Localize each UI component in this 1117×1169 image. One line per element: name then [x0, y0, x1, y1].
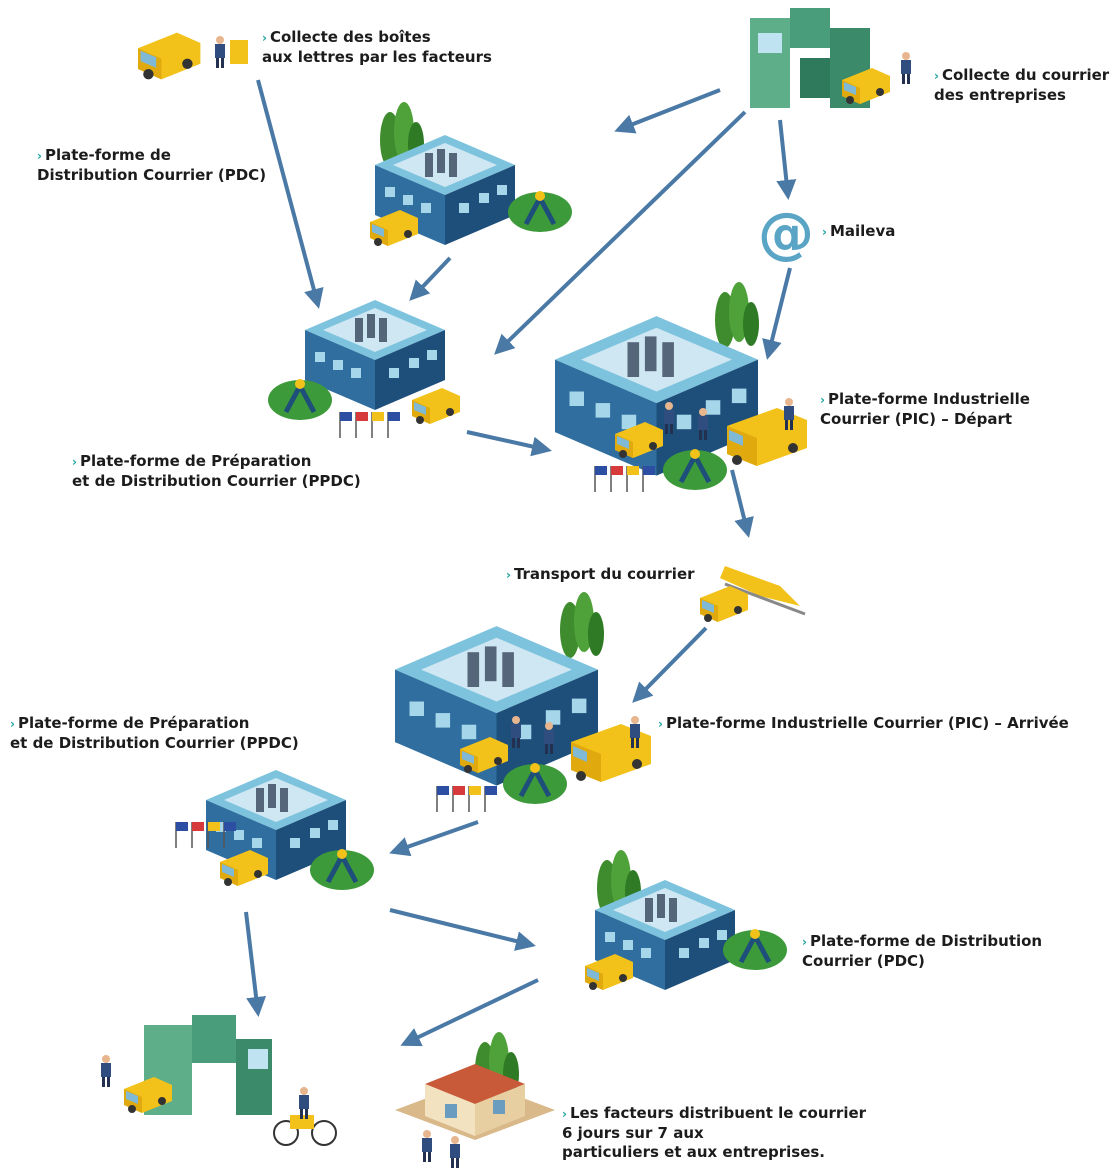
maileva-at-icon: @	[758, 201, 814, 266]
label-maileva: ›Maileva	[822, 222, 895, 242]
label-pdc-top-line-1: Plate-forme de	[44, 146, 171, 164]
label-collecte-entreprises: ›Collecte du courrier des entreprises	[934, 66, 1109, 105]
label-collecte-boites: ›Collecte des boîtes aux lettres par les…	[262, 28, 492, 67]
label-ppdc-bottom-line-2: et de Distribution Courrier (PPDC)	[10, 734, 299, 752]
label-transport: ›Transport du courrier	[506, 565, 695, 585]
label-pdc-bottom-line-2: Courrier (PDC)	[802, 952, 925, 970]
entreprises-illustration	[750, 8, 911, 108]
label-ppdc-top-line-2: et de Distribution Courrier (PPDC)	[72, 472, 361, 490]
label-ppdc-bottom: ›Plate-forme de Préparation et de Distri…	[10, 714, 299, 753]
arrow-maileva-to-pic-depart	[762, 267, 792, 360]
arrow-transport-to-pic-arrivee	[632, 626, 708, 703]
delivery-house-illustration	[395, 1032, 555, 1168]
arrow-ppdc-to-delivery	[244, 911, 267, 1017]
pdc-bottom-illustration	[585, 850, 787, 990]
label-pic-arrivee-line-1: Plate-forme Industrielle Courrier (PIC) …	[665, 714, 1069, 732]
arrow-pic-arrivee-to-ppdc	[389, 820, 479, 857]
label-pdc-top-line-2: Distribution Courrier (PDC)	[37, 166, 267, 184]
chevron-icon: ›	[562, 1107, 567, 1121]
pic-depart-illustration	[555, 282, 807, 493]
transport-illustration	[700, 566, 806, 622]
chevron-icon: ›	[934, 69, 939, 83]
arrow-pdc-to-house	[400, 978, 539, 1047]
maileva-illustration: @	[758, 201, 814, 266]
arrow-ppdc-to-pdc	[389, 908, 536, 951]
label-pic-depart-line-1: Plate-forme Industrielle	[827, 390, 1030, 408]
label-ppdc-top: ›Plate-forme de Préparation et de Distri…	[72, 452, 361, 491]
label-collecte-entreprises-line-2: des entreprises	[934, 86, 1066, 104]
arrow-boites-to-ppdc	[256, 79, 324, 309]
pic-arrivee-illustration	[395, 592, 651, 813]
arrow-entreprises-to-ppdc	[494, 110, 747, 355]
chevron-icon: ›	[658, 717, 663, 731]
chevron-icon: ›	[37, 149, 42, 163]
chevron-icon: ›	[822, 225, 827, 239]
flow-arrows	[244, 79, 797, 1047]
delivery-entreprises-illustration	[101, 1015, 337, 1146]
label-ppdc-top-line-1: Plate-forme de Préparation	[79, 452, 312, 470]
arrow-pic-depart-to-transport	[730, 469, 754, 538]
label-ppdc-bottom-line-1: Plate-forme de Préparation	[17, 714, 250, 732]
arrow-entreprises-to-pdc	[614, 88, 721, 134]
label-facteurs-line-1: Les facteurs distribuent le courrier	[569, 1104, 867, 1122]
chevron-icon: ›	[72, 455, 77, 469]
chevron-icon: ›	[820, 393, 825, 407]
arrow-ppdc-to-pic-depart	[466, 430, 552, 457]
label-collecte-boites-line-1: Collecte des boîtes	[269, 28, 431, 46]
label-pdc-bottom-line-1: Plate-forme de Distribution	[809, 932, 1043, 950]
label-transport-line-1: Transport du courrier	[513, 565, 695, 583]
label-facteurs: ›Les facteurs distribuent le courrier 6 …	[562, 1104, 866, 1162]
ppdc-top-illustration	[268, 300, 460, 439]
label-maileva-line-1: Maileva	[829, 222, 896, 240]
arrow-pdc-to-ppdc	[409, 256, 452, 301]
chevron-icon: ›	[262, 31, 267, 45]
chevron-icon: ›	[802, 935, 807, 949]
chevron-icon: ›	[10, 717, 15, 731]
ppdc-bottom-illustration	[175, 770, 374, 890]
label-pdc-top: ›Plate-forme de Distribution Courrier (P…	[37, 146, 266, 185]
label-pic-arrivee: ›Plate-forme Industrielle Courrier (PIC)…	[658, 714, 1069, 734]
label-facteurs-line-2: 6 jours sur 7 aux	[562, 1124, 704, 1142]
collecte-boites-illustration	[138, 32, 248, 80]
chevron-icon: ›	[506, 568, 511, 582]
label-pdc-bottom: ›Plate-forme de Distribution Courrier (P…	[802, 932, 1042, 971]
label-collecte-boites-line-2: aux lettres par les facteurs	[262, 48, 492, 66]
arrow-entreprises-to-maileva	[776, 119, 797, 200]
label-pic-depart-line-2: Courrier (PIC) – Départ	[820, 410, 1013, 428]
label-facteurs-line-3: particuliers et aux entreprises.	[562, 1143, 826, 1161]
label-collecte-entreprises-line-1: Collecte du courrier	[941, 66, 1110, 84]
label-pic-depart: ›Plate-forme Industrielle Courrier (PIC)…	[820, 390, 1030, 429]
pdc-top-illustration	[370, 102, 572, 246]
